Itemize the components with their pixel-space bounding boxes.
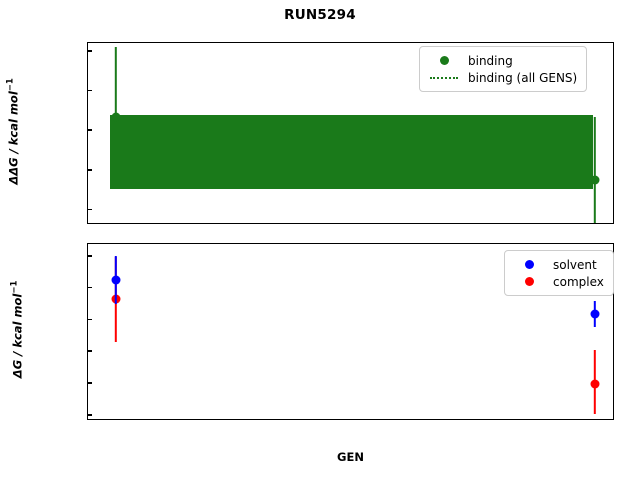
tick-mark (88, 129, 92, 131)
bottom-y-axis-label-exponent: −1 (9, 280, 20, 294)
tick-mark (88, 169, 92, 171)
complex-marker-gen1 (590, 379, 600, 389)
tick-mark (88, 382, 92, 384)
binding-errorbar-gen1 (593, 116, 597, 223)
binding-marker-gen1 (590, 175, 600, 185)
binding-errorbar-gen0 (114, 47, 118, 164)
tick-mark (594, 419, 596, 420)
legend-label-binding-all-gens: binding (all GENS) (468, 70, 578, 85)
top-plot-legend[interactable]: binding binding (all GENS) (419, 46, 588, 92)
bottom-plot-legend[interactable]: solvent complex (504, 250, 614, 296)
binding-all-gens-dotted-line (110, 151, 593, 153)
legend-entry-binding-all-gens[interactable]: binding (all GENS) (427, 69, 577, 86)
solvent-marker-gen0 (111, 275, 121, 285)
tick-mark (88, 414, 92, 416)
complex-dot-icon (512, 277, 546, 286)
tick-mark (88, 89, 92, 92)
tick-mark (115, 419, 117, 420)
figure-title: RUN5294 (284, 7, 356, 23)
legend-label-complex: complex (553, 274, 604, 289)
dotted-line-icon (427, 76, 461, 79)
top-y-axis-label-exponent: −1 (5, 78, 16, 92)
binding-dot-icon (427, 56, 461, 65)
binding-marker-gen0 (111, 112, 121, 122)
legend-label-solvent: solvent (553, 257, 597, 272)
tick-mark (88, 208, 92, 211)
legend-entry-binding[interactable]: binding (427, 52, 577, 69)
top-y-axis-label-text: ΔΔG / kcal mol (6, 91, 21, 185)
top-y-axis-label: ΔΔG / kcal mol−1 (6, 56, 21, 206)
tick-mark (88, 318, 92, 321)
tick-mark (88, 350, 92, 352)
tick-mark (88, 286, 92, 289)
solvent-dot-icon (512, 260, 546, 269)
tick-mark (88, 255, 92, 257)
tick-mark (594, 223, 596, 224)
legend-label-binding: binding (468, 53, 513, 68)
x-axis-label: GEN (337, 450, 364, 464)
bottom-y-axis-label-text: ΔG / kcal mol (10, 293, 25, 379)
solvent-marker-gen1 (590, 309, 600, 319)
tick-mark (88, 50, 92, 52)
bottom-y-axis-label: ΔG / kcal mol−1 (10, 254, 25, 404)
legend-entry-solvent[interactable]: solvent (512, 256, 604, 273)
tick-mark (115, 223, 117, 224)
legend-entry-complex[interactable]: complex (512, 273, 604, 290)
